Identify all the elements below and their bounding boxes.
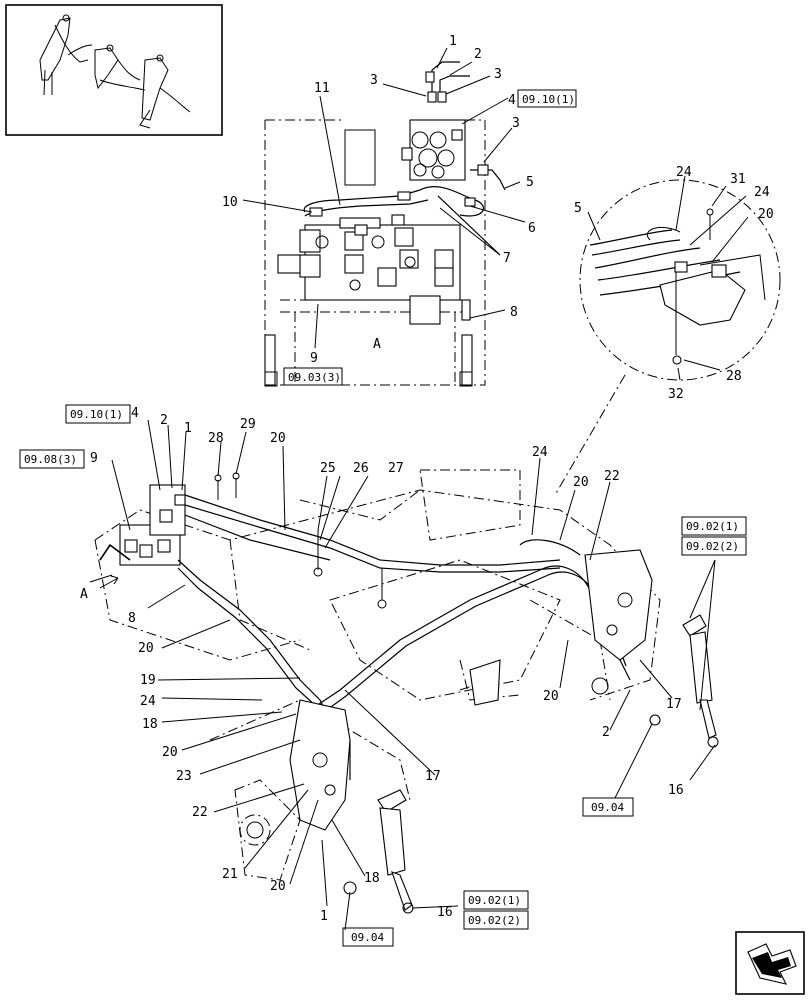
callout-16: 16: [437, 905, 453, 920]
callout-3: 3: [494, 67, 502, 82]
callout-5: 5: [526, 175, 534, 190]
key-view-panel: [5, 4, 223, 136]
callout-11: 11: [314, 81, 330, 96]
callout-17: 17: [425, 769, 441, 784]
callout-22: 22: [192, 805, 208, 820]
callout-2: 2: [602, 725, 610, 740]
callout-2: 2: [474, 47, 482, 62]
reference-box[interactable]: 09.10(1): [517, 89, 577, 108]
callout-20: 20: [270, 879, 286, 894]
callout-19: 19: [140, 673, 156, 688]
reference-box[interactable]: 09.04: [342, 927, 394, 947]
callout-20: 20: [573, 475, 589, 490]
main-assembly: [89, 419, 719, 931]
reference-label: 09.10(1): [522, 93, 575, 106]
callout-20: 20: [162, 745, 178, 760]
reference-box[interactable]: 09.02(2): [681, 536, 747, 556]
callout-3: 3: [512, 116, 520, 131]
view-label: A: [373, 337, 381, 352]
callout-16: 16: [668, 783, 684, 798]
callout-24: 24: [754, 185, 770, 200]
callout-9: 9: [310, 351, 318, 366]
callout-24: 24: [676, 165, 692, 180]
callout-1: 1: [320, 909, 328, 924]
callout-20: 20: [138, 641, 154, 656]
callout-8: 8: [128, 611, 136, 626]
reference-label: 09.02(1): [468, 894, 521, 907]
callout-A: A: [80, 587, 88, 602]
reference-label: 09.10(1): [70, 408, 123, 421]
reference-box[interactable]: 09.03(3): [283, 367, 343, 386]
callout-20: 20: [758, 207, 774, 222]
callout-2: 2: [160, 413, 168, 428]
reference-label: 09.02(2): [468, 914, 521, 927]
callout-10: 10: [222, 195, 238, 210]
callout-18: 18: [364, 871, 380, 886]
detail-circle: [579, 175, 781, 381]
callout-1: 1: [184, 421, 192, 436]
reference-box[interactable]: 09.02(1): [463, 890, 529, 910]
reference-box[interactable]: 09.02(2): [463, 910, 529, 930]
reference-box[interactable]: 09.08(3): [19, 449, 85, 469]
reference-label: 09.04: [351, 931, 384, 944]
callout-21: 21: [222, 867, 238, 882]
callout-24: 24: [140, 694, 156, 709]
callout-6: 6: [528, 221, 536, 236]
callout-20: 20: [543, 689, 559, 704]
callout-4: 4: [508, 93, 516, 108]
next-page-arrow-icon[interactable]: [735, 931, 805, 995]
reference-label: 09.04: [591, 801, 624, 814]
callout-18: 18: [142, 717, 158, 732]
view-a-arrow-icon: [99, 575, 119, 589]
callout-31: 31: [730, 172, 746, 187]
callout-20: 20: [270, 431, 286, 446]
reference-label: 09.02(2): [686, 540, 739, 553]
reference-box[interactable]: 09.04: [582, 797, 634, 817]
tractor-key-view-icon: [39, 14, 191, 129]
callout-24: 24: [532, 445, 548, 460]
callout-28: 28: [726, 369, 742, 384]
callout-1: 1: [449, 34, 457, 49]
reference-label: 09.03(3): [288, 371, 341, 384]
callout-5: 5: [574, 201, 582, 216]
callout-26: 26: [353, 461, 369, 476]
reference-box[interactable]: 09.10(1): [65, 404, 131, 424]
callout-9: 9: [90, 451, 98, 466]
callout-8: 8: [510, 305, 518, 320]
reference-label: 09.02(1): [686, 520, 739, 533]
reference-box[interactable]: 09.02(1): [681, 516, 747, 536]
callout-4: 4: [131, 406, 139, 421]
callout-22: 22: [604, 469, 620, 484]
callout-3: 3: [370, 73, 378, 88]
view-a-valve-assembly: [242, 47, 526, 387]
callout-25: 25: [320, 461, 336, 476]
callout-29: 29: [240, 417, 256, 432]
callout-7: 7: [503, 251, 511, 266]
callout-27: 27: [388, 461, 404, 476]
callout-17: 17: [666, 697, 682, 712]
callout-32: 32: [668, 387, 684, 402]
reference-label: 09.08(3): [24, 453, 77, 466]
callout-23: 23: [176, 769, 192, 784]
callout-28: 28: [208, 431, 224, 446]
